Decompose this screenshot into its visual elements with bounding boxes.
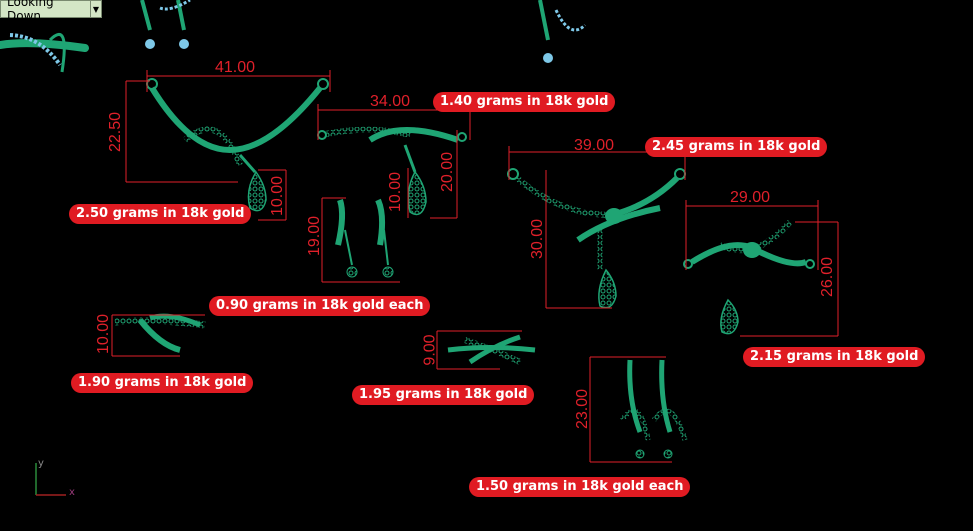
pendant-1-render: [146, 78, 329, 212]
earrings-3-render: [335, 198, 394, 278]
weight-badge-earrings8: 1.50 grams in 18k gold each: [469, 477, 691, 497]
pendant-4-render: [507, 168, 686, 309]
dim-pendant4-height: 30.00: [529, 218, 547, 260]
dim-pendant1-height: 22.50: [107, 111, 125, 153]
dim-pendant5-height: 26.00: [819, 256, 837, 298]
weight-badge-pendant2: 1.40 grams in 18k gold: [433, 92, 616, 112]
dim-pendant2-height: 20.00: [439, 151, 457, 193]
weight-badge-pendant1: 2.50 grams in 18k gold: [69, 204, 252, 224]
pendant-partial-top-center: [538, 0, 587, 63]
axis-y-label: y: [38, 458, 44, 469]
dim-earrings3-height: 19.00: [306, 215, 324, 257]
axis-triad-icon: [35, 463, 66, 496]
weight-badge-ring7: 1.95 grams in 18k gold: [352, 385, 535, 405]
weight-badge-pendant4: 2.45 grams in 18k gold: [645, 137, 828, 157]
dim-ring6-height: 10.00: [95, 313, 113, 355]
dim-ring7-height: 9.00: [421, 334, 439, 366]
viewport-title: Looking Down: [7, 0, 54, 23]
dim-pendant2-drop: 10.00: [387, 171, 405, 213]
dim-pendant4-width: 39.00: [574, 137, 615, 154]
axis-x-label: x: [69, 487, 75, 498]
viewport-title-dropdown[interactable]: Looking Down ▼: [0, 0, 102, 23]
weight-badge-pendant5: 2.15 grams in 18k gold: [743, 347, 926, 367]
weight-badge-ring6: 1.90 grams in 18k gold: [71, 373, 254, 393]
dim-pendant2-width: 34.00: [370, 93, 411, 110]
chevron-down-icon[interactable]: ▼: [90, 1, 101, 17]
dim-pendant1-drop: 10.00: [269, 175, 287, 217]
dim-pendant5-width: 29.00: [730, 189, 771, 206]
dim-pendant1-width: 41.00: [215, 59, 256, 76]
earrings-8-render: [619, 359, 688, 459]
dim-earrings8-height: 23.00: [574, 388, 592, 430]
pendant-2-render: [317, 126, 467, 216]
ring-6-render: [114, 313, 206, 353]
earring-partial-top: [140, 0, 191, 49]
pendant-partial-top-left: [0, 33, 89, 73]
pendant-5-render: [683, 220, 815, 335]
ring-7-render: [447, 334, 536, 365]
weight-badge-earrings3: 0.90 grams in 18k gold each: [209, 296, 431, 316]
